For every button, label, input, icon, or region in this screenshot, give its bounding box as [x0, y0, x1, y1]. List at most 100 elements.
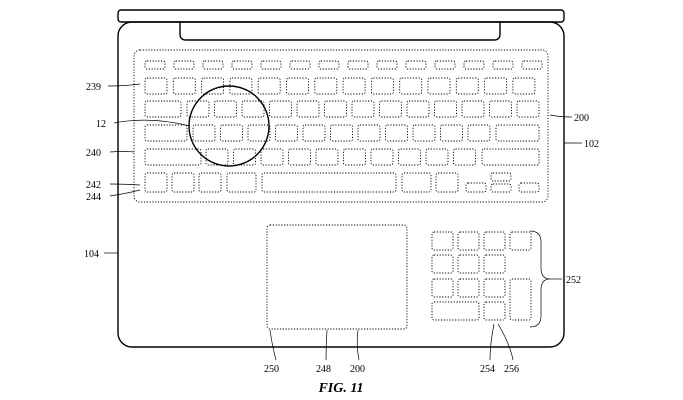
label-239: 239: [86, 82, 101, 93]
hinge: [179, 22, 501, 41]
keyboard-keys: [144, 60, 543, 193]
key: [431, 231, 454, 251]
label-252: 252: [566, 275, 581, 286]
key: [461, 100, 485, 118]
detail-circle: [188, 85, 270, 167]
figure-caption: FIG. 11: [317, 381, 363, 396]
key: [324, 100, 347, 118]
key: [481, 148, 540, 166]
key: [495, 124, 540, 142]
key: [260, 148, 284, 166]
trackpad: [266, 224, 408, 330]
lid-edge: [117, 9, 565, 23]
key: [201, 77, 225, 95]
label-102: 102: [584, 139, 599, 150]
key: [144, 60, 166, 70]
numpad-keys: [431, 231, 532, 321]
label-244: 244: [86, 192, 101, 203]
key: [144, 77, 168, 95]
key: [385, 124, 408, 142]
key: [351, 100, 375, 118]
label-240: 240: [86, 148, 101, 159]
key: [357, 124, 381, 142]
key: [465, 182, 487, 193]
key: [427, 77, 451, 95]
key: [463, 60, 485, 70]
key: [192, 124, 216, 142]
key: [440, 124, 463, 142]
key: [406, 100, 430, 118]
key: [173, 60, 195, 70]
key: [425, 148, 449, 166]
key: [318, 60, 340, 70]
label-104: 104: [84, 249, 99, 260]
key: [467, 124, 491, 142]
key: [171, 172, 195, 193]
key: [518, 182, 540, 193]
key: [286, 77, 309, 95]
key: [289, 60, 311, 70]
key: [492, 60, 514, 70]
key: [275, 124, 298, 142]
key: [457, 278, 480, 298]
key: [296, 100, 320, 118]
key: [379, 100, 402, 118]
key: [516, 100, 540, 118]
label-250: 250: [264, 364, 279, 375]
key: [315, 148, 339, 166]
key: [483, 254, 506, 274]
label-256: 256: [504, 364, 519, 375]
key: [434, 100, 457, 118]
key: [490, 172, 512, 182]
key: [483, 301, 506, 321]
laptop-base: [117, 21, 565, 348]
key: [257, 77, 281, 95]
key: [455, 77, 479, 95]
key: [261, 172, 397, 193]
key: [509, 231, 532, 251]
key: [144, 148, 202, 166]
key: [144, 172, 168, 193]
key: [314, 77, 338, 95]
key: [260, 60, 282, 70]
label-242: 242: [86, 180, 101, 191]
key: [483, 231, 506, 251]
key: [269, 100, 292, 118]
key: [376, 60, 398, 70]
key: [483, 278, 506, 298]
key: [330, 124, 353, 142]
key: [198, 172, 222, 193]
key: [512, 77, 536, 95]
key: [342, 77, 366, 95]
key: [370, 77, 394, 95]
key: [241, 100, 265, 118]
key: [453, 148, 476, 166]
key: [434, 60, 456, 70]
key: [521, 60, 543, 70]
key: [398, 148, 421, 166]
key: [302, 124, 326, 142]
key: [343, 148, 366, 166]
leader-lines: [104, 83, 583, 361]
key: [231, 60, 253, 70]
key: [509, 278, 532, 321]
numpad-bracket: [529, 230, 551, 328]
key: [370, 148, 394, 166]
key: [490, 183, 512, 193]
key: [405, 60, 427, 70]
key: [401, 172, 432, 193]
key: [202, 60, 224, 70]
key: [457, 231, 480, 251]
label-12: 12: [96, 119, 106, 130]
key: [431, 301, 480, 321]
key: [144, 124, 188, 142]
key: [412, 124, 436, 142]
key: [144, 100, 182, 118]
key: [457, 254, 480, 274]
label-248: 248: [316, 364, 331, 375]
label-254: 254: [480, 364, 495, 375]
key: [220, 124, 243, 142]
key: [399, 77, 423, 95]
key: [214, 100, 237, 118]
